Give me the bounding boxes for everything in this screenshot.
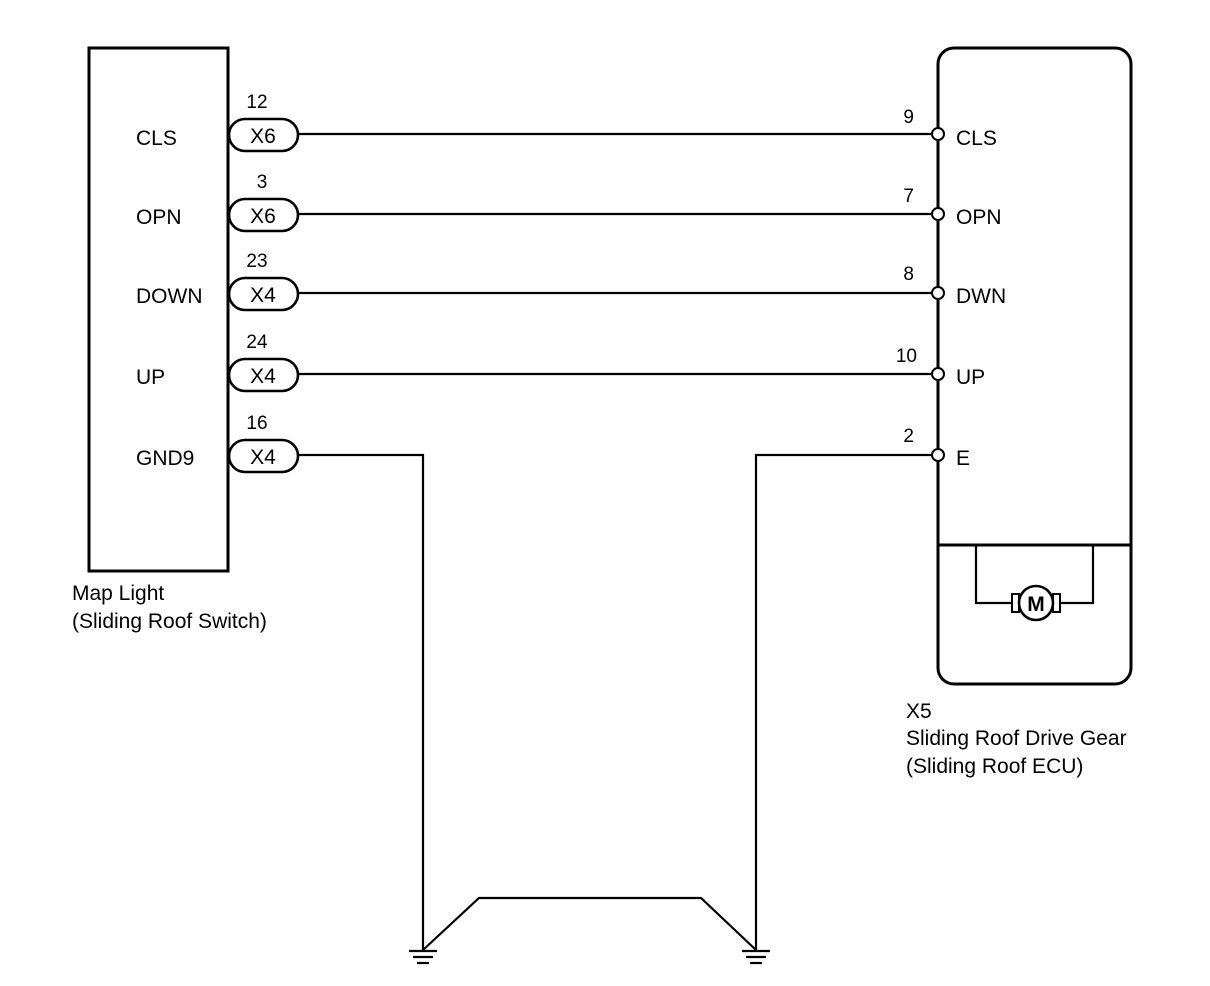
motor-label: M: [1027, 593, 1045, 616]
connector-pill-icon: [227, 438, 300, 474]
left-terminal-label: OPN: [136, 206, 182, 229]
right-terminal-label: DWN: [956, 285, 1006, 308]
left-terminal-label: CLS: [136, 127, 177, 150]
left-connector-code: X4: [250, 284, 276, 307]
left-terminal-label: UP: [136, 366, 165, 389]
terminal-pin-icon: [931, 127, 945, 141]
left-connector-code: X6: [250, 125, 276, 148]
right-pin-number: 2: [903, 426, 914, 447]
circuit-row-opn: X6 3 OPN 7 OPN: [136, 172, 1002, 233]
left-connector-code: X4: [250, 365, 276, 388]
right-component-name: Sliding Roof Drive Gear: [906, 727, 1127, 750]
right-pin-number: 9: [903, 107, 914, 128]
right-pin-number: 7: [903, 186, 914, 207]
left-component-subname: (Sliding Roof Switch): [72, 610, 267, 633]
right-terminal-label: E: [956, 447, 970, 470]
terminal-pin-icon: [931, 367, 945, 381]
terminal-pin-icon: [931, 207, 945, 221]
right-terminal-label: UP: [956, 366, 985, 389]
connector-pill-icon: [227, 276, 300, 312]
circuit-row-ground: X4 16 GND9 2 E: [136, 413, 970, 951]
left-component-name: Map Light: [72, 582, 164, 605]
connector-pill-icon: [227, 197, 300, 233]
motor-icon: M: [974, 545, 1095, 622]
left-pin-number: 12: [246, 92, 267, 113]
circuit-row-cls: X6 12 CLS 9 CLS: [136, 92, 997, 153]
left-terminal-label: DOWN: [136, 285, 203, 308]
right-terminal-label: OPN: [956, 206, 1002, 229]
circuit-row-up: X4 24 UP 10 UP: [136, 332, 985, 393]
map-light-box: [87, 46, 230, 573]
sliding-roof-ecu-box: [936, 46, 1133, 686]
terminal-pin-icon: [931, 448, 945, 462]
ground-icon: [409, 949, 437, 965]
left-pin-number: 3: [257, 172, 268, 193]
ground-icon: [742, 949, 770, 965]
right-pin-number: 8: [903, 264, 914, 285]
circuit-row-down: X4 23 DOWN 8 DWN: [136, 251, 1006, 312]
right-connector-code: X5: [906, 700, 932, 723]
terminal-pin-icon: [931, 286, 945, 300]
left-pin-number: 24: [246, 332, 268, 353]
left-pin-number: 16: [246, 413, 267, 434]
left-terminal-label: GND9: [136, 447, 194, 470]
right-component-subname: (Sliding Roof ECU): [906, 755, 1083, 778]
left-pin-number: 23: [246, 251, 267, 272]
left-connector-code: X6: [250, 205, 276, 228]
right-pin-number: 10: [896, 346, 917, 367]
connector-pill-icon: [227, 357, 300, 393]
right-terminal-label: CLS: [956, 127, 997, 150]
connector-pill-icon: [227, 117, 300, 153]
left-connector-code: X4: [250, 446, 276, 469]
